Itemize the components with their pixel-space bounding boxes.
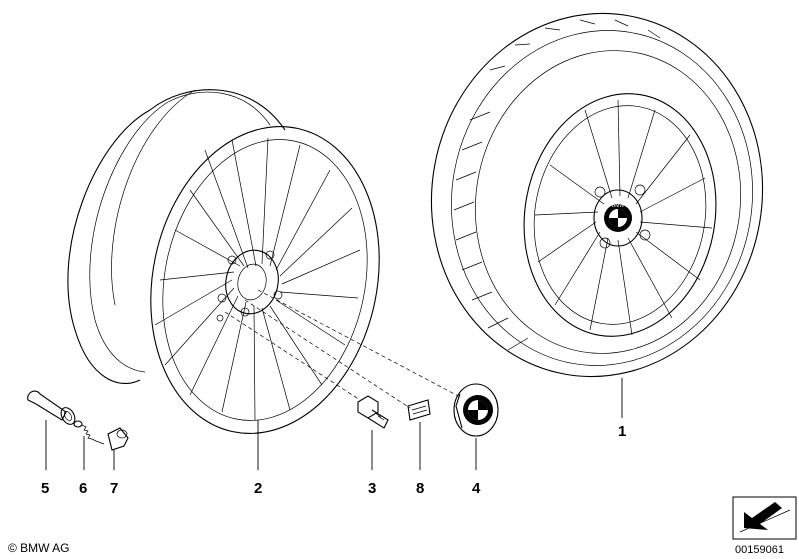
tire xyxy=(430,12,764,378)
copyright-text: © BMW AG xyxy=(8,541,70,555)
leader-lines xyxy=(45,378,623,470)
rim-spokes xyxy=(154,137,361,421)
callout-5: 5 xyxy=(41,480,49,497)
rim-hub xyxy=(225,249,279,315)
tire-tread xyxy=(453,19,661,351)
callout-6: 6 xyxy=(79,480,87,497)
valve-cap xyxy=(107,427,129,451)
mounted-rim xyxy=(523,93,717,337)
svg-text:BMW: BMW xyxy=(612,203,625,209)
bmw-roundel-icon: BMW xyxy=(604,203,632,232)
callout-8: 8 xyxy=(416,480,424,497)
callout-labels: 1 2 3 4 5 6 7 8 xyxy=(41,423,626,497)
valve-core xyxy=(73,420,105,445)
view-direction-icon xyxy=(732,496,797,540)
balance-weight xyxy=(407,399,431,421)
wheel-bolt xyxy=(357,395,389,429)
document-number: 00159061 xyxy=(735,544,784,556)
assembly-dashed-lines xyxy=(224,289,463,409)
callout-7: 7 xyxy=(110,480,118,497)
callout-4: 4 xyxy=(472,480,481,497)
rim-assembly xyxy=(67,89,380,434)
callout-1: 1 xyxy=(618,423,626,440)
callout-3: 3 xyxy=(368,480,376,497)
mounted-rim-spokes xyxy=(534,99,713,336)
mounted-hub xyxy=(593,189,643,247)
tire-valve xyxy=(27,390,76,425)
complete-wheel: BMW xyxy=(430,12,764,378)
hub-cap xyxy=(453,383,499,437)
callout-2: 2 xyxy=(254,480,262,497)
